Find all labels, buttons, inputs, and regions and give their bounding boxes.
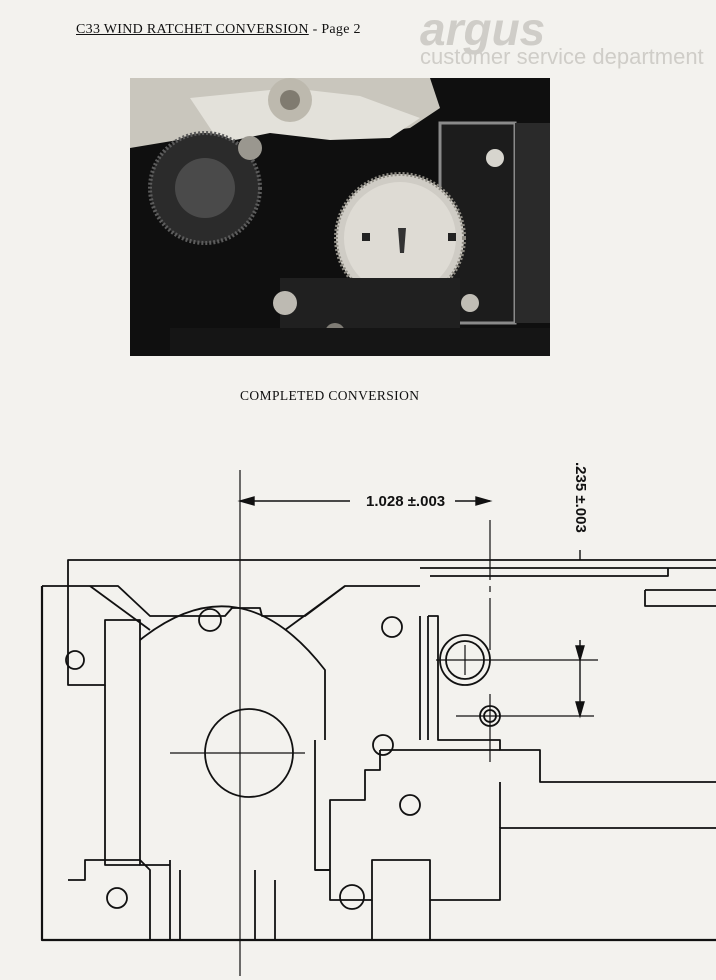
vertical-dimension-label: .235 ±.003 (572, 462, 589, 533)
bleed-through-logo: argus (420, 3, 546, 55)
horizontal-dimension-label: 1.028 ±.003 (366, 493, 445, 510)
page-number: - Page 2 (308, 22, 361, 37)
document-title: C33 WIND RATCHET CONVERSION (76, 22, 309, 37)
conversion-photo (130, 78, 550, 356)
bleed-through-text: customer service department (420, 44, 704, 69)
photo-caption: COMPLETED CONVERSION (240, 388, 420, 403)
technical-drawing: 1.028 ±.003 .235 ±.003 (40, 462, 716, 976)
page-header: C33 WIND RATCHET CONVERSION - Page 2 (76, 22, 361, 38)
